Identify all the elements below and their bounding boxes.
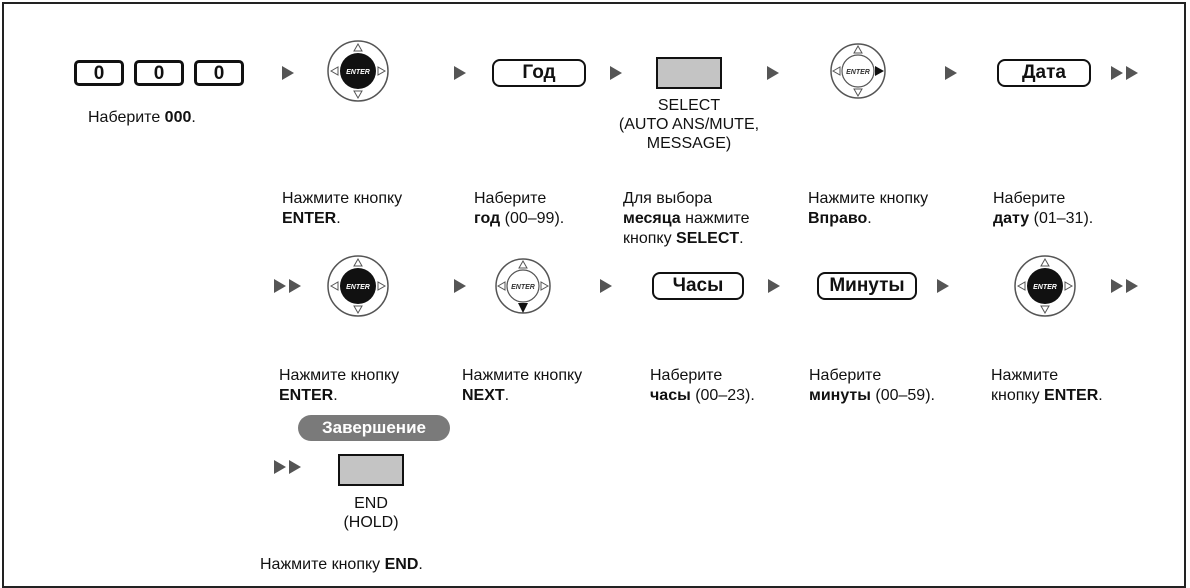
- end-button: [338, 454, 404, 486]
- svg-text:ENTER: ENTER: [1033, 284, 1057, 291]
- svg-text:ENTER: ENTER: [511, 284, 535, 291]
- svg-text:ENTER: ENTER: [846, 69, 870, 76]
- hours-button: Часы: [652, 272, 744, 300]
- arrow-icon: [945, 66, 957, 80]
- double-arrow-icon: [274, 279, 304, 293]
- minutes-button: Минуты: [817, 272, 917, 300]
- date-button: Дата: [997, 59, 1091, 87]
- enter-dial-icon: ENTER: [327, 255, 389, 317]
- digit-key-0: 0: [134, 60, 184, 86]
- caption-dial-date: Наберите дату (01–31).: [993, 190, 1094, 227]
- double-arrow-icon: [1111, 279, 1141, 293]
- enter-dial-icon: ENTER: [327, 40, 389, 102]
- arrow-icon: [454, 279, 466, 293]
- arrow-icon: [610, 66, 622, 80]
- select-button: [656, 57, 722, 89]
- year-button: Год: [492, 59, 586, 87]
- double-arrow-icon: [274, 460, 304, 474]
- enter-dial-icon: ENTER: [1014, 255, 1076, 317]
- arrow-icon: [454, 66, 466, 80]
- caption-select-month: Для выбора месяца нажмите кнопку SELECT.: [623, 190, 750, 247]
- caption-press-enter: Нажмите кнопку ENTER.: [282, 190, 403, 227]
- digit-key-0: 0: [74, 60, 124, 86]
- caption-press-enter: Нажмите кнопку ENTER.: [279, 367, 400, 404]
- enter-dial-right-icon: ENTER: [830, 43, 886, 99]
- enter-dial-down-icon: ENTER: [495, 258, 551, 314]
- finish-badge: Завершение: [298, 415, 450, 441]
- caption-press-right: Нажмите кнопку Вправо.: [808, 190, 929, 227]
- select-label: SELECT(AUTO ANS/MUTE,MESSAGE): [618, 97, 760, 152]
- end-label: END(HOLD): [343, 495, 399, 531]
- caption-dial-hours: Наберите часы (00–23).: [650, 367, 755, 404]
- arrow-icon: [767, 66, 779, 80]
- caption-press-enter-2: Нажмите кнопку ENTER.: [991, 367, 1103, 404]
- arrow-icon: [768, 279, 780, 293]
- arrow-icon: [600, 279, 612, 293]
- digit-key-0: 0: [194, 60, 244, 86]
- svg-text:ENTER: ENTER: [346, 284, 370, 291]
- caption-dial-000: Наберите 000.: [88, 109, 196, 126]
- arrow-icon: [937, 279, 949, 293]
- caption-dial-minutes: Наберите минуты (00–59).: [809, 367, 935, 404]
- caption-dial-year: Наберите год (00–99).: [474, 190, 565, 227]
- svg-text:ENTER: ENTER: [346, 69, 370, 76]
- double-arrow-icon: [1111, 66, 1141, 80]
- arrow-icon: [282, 66, 294, 80]
- caption-press-end: Нажмите кнопку END.: [260, 556, 423, 573]
- caption-press-next: Нажмите кнопку NEXT.: [462, 367, 583, 404]
